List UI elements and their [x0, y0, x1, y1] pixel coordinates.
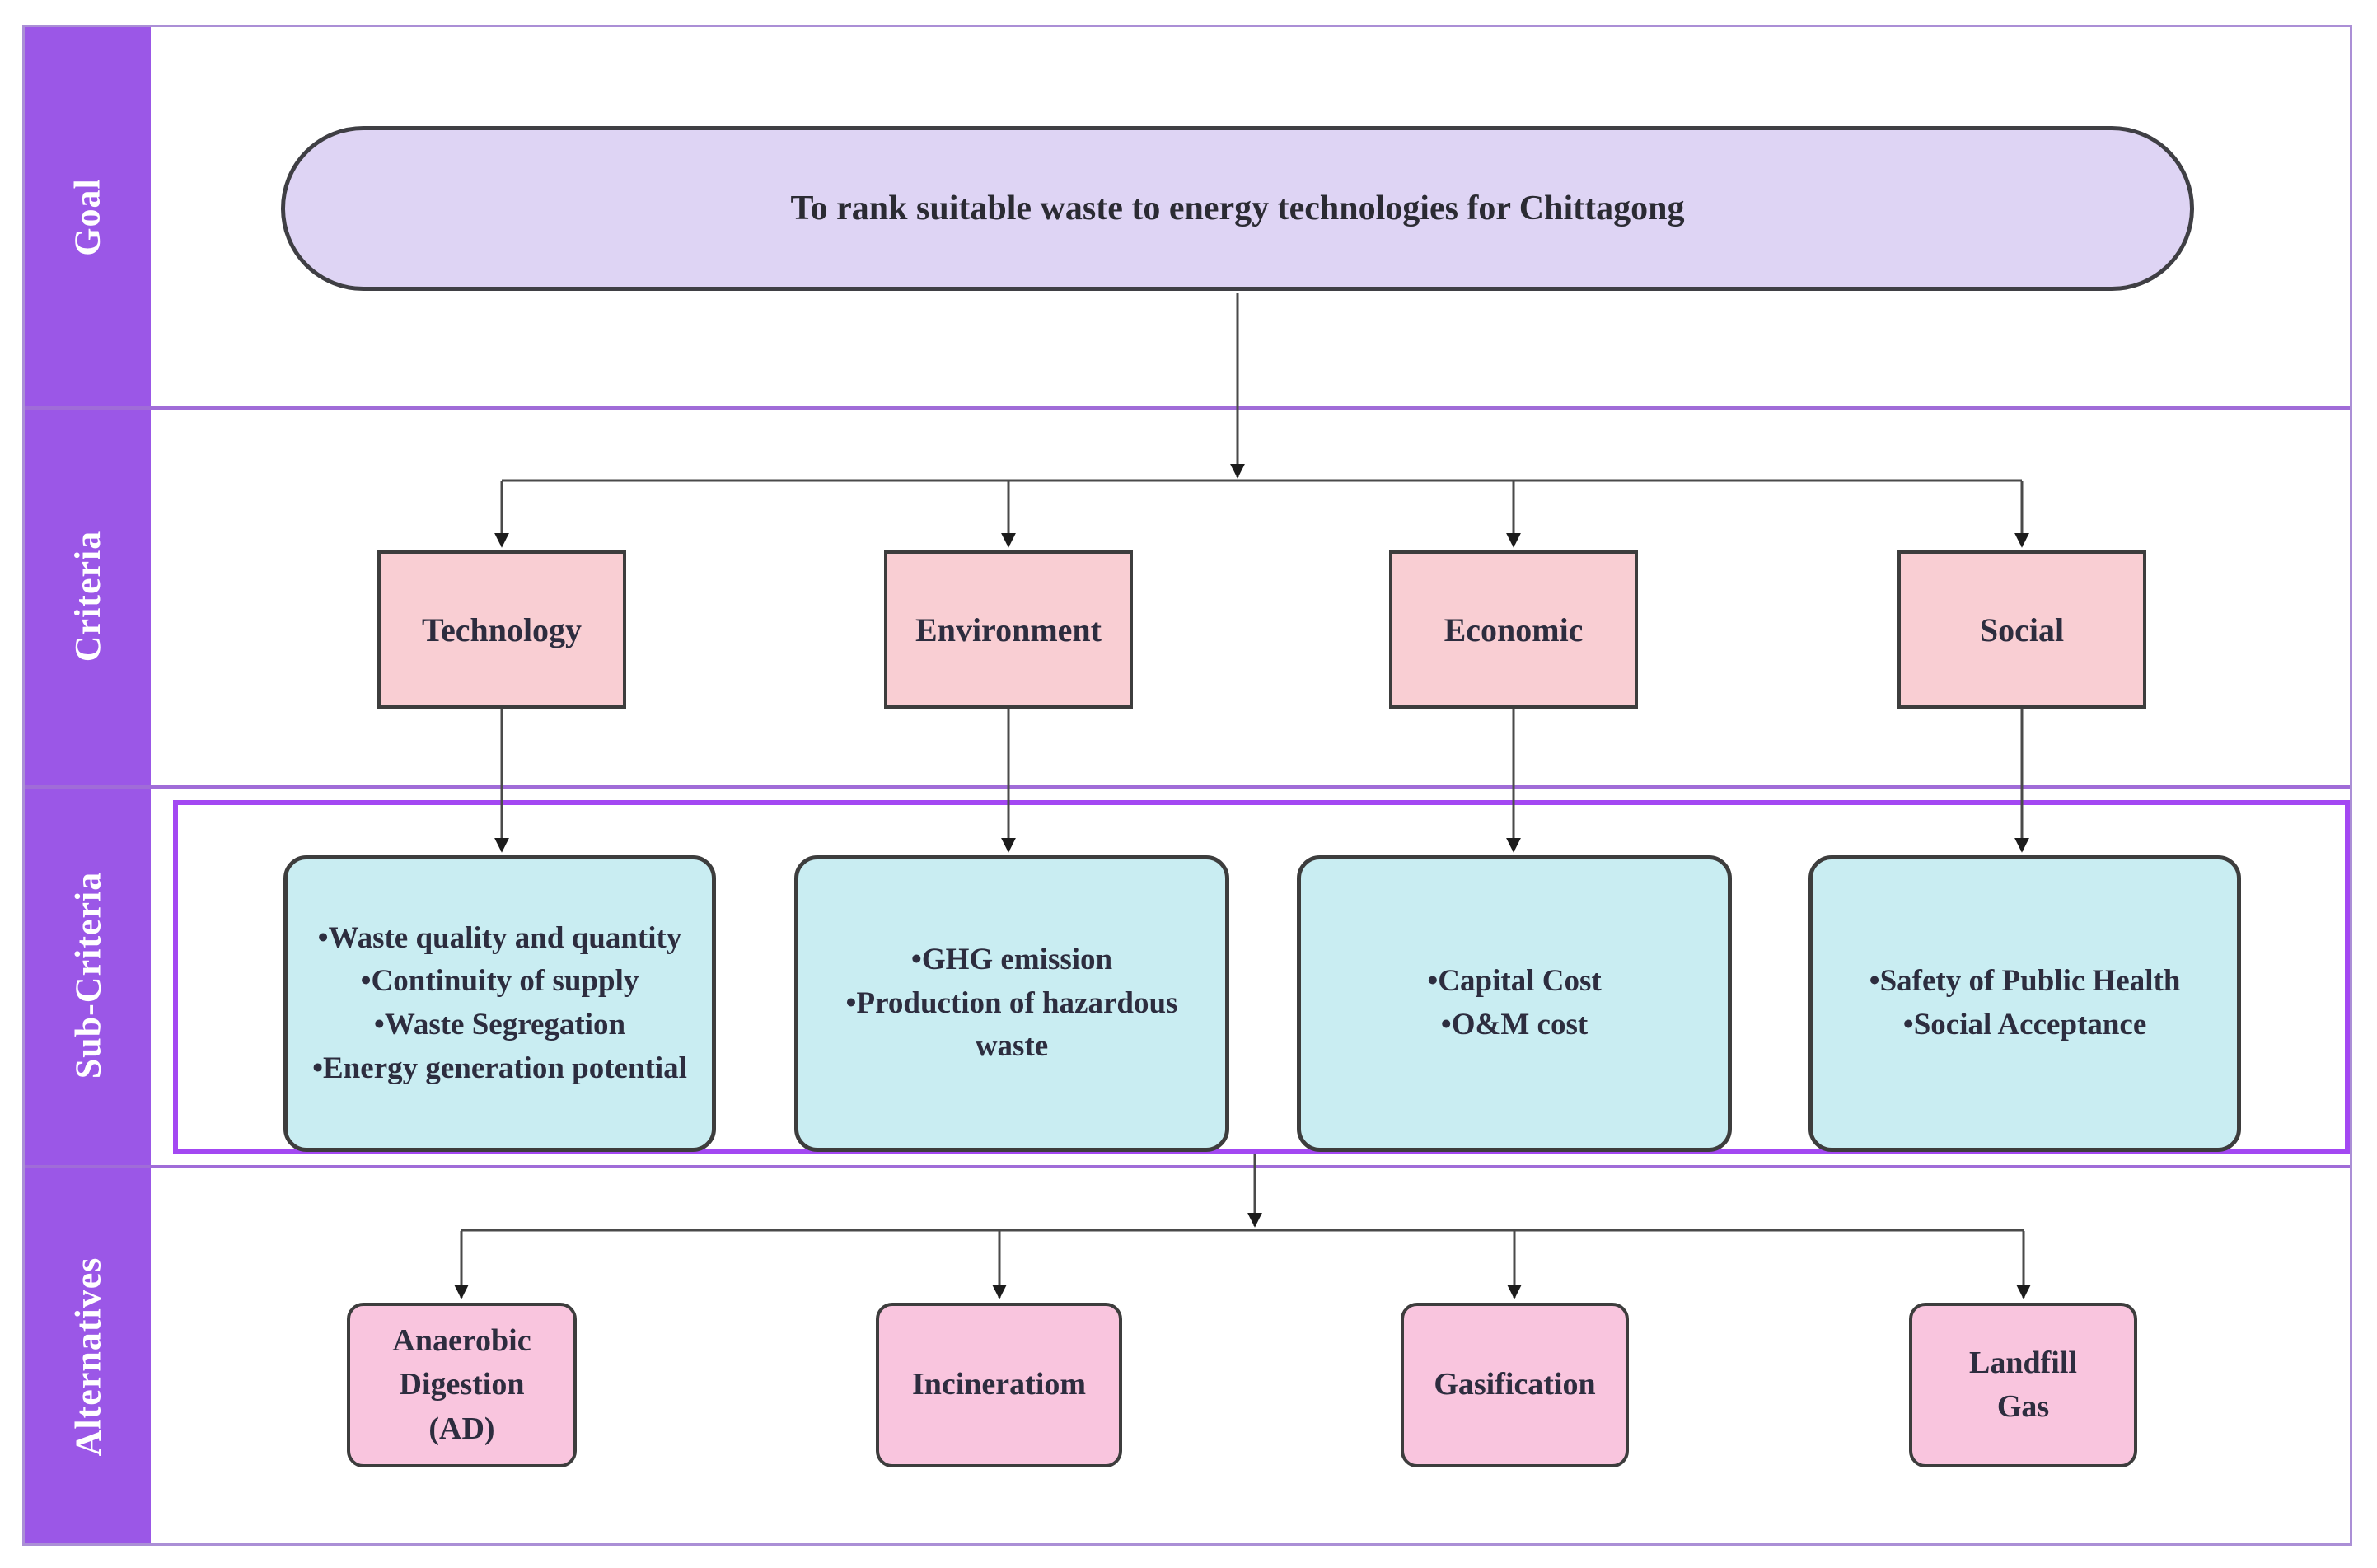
row-divider-goal-criteria	[25, 406, 2350, 410]
subcriteria-node-social: Safety of Public HealthSocial Acceptance	[1808, 855, 2241, 1152]
bullet-item: Continuity of supply	[361, 960, 639, 1004]
alternative-node-incineration: Incineratiom	[876, 1303, 1122, 1467]
bullet-item: Waste quality and quantity	[318, 917, 682, 961]
connector-lines	[454, 293, 2031, 1299]
bullet-item: Social Acceptance	[1903, 1004, 2147, 1047]
diagram-frame: Goal Criteria Sub-Criteria Alternatives	[22, 25, 2352, 1546]
bullet-item: Safety of Public Health	[1869, 960, 2181, 1004]
row-divider-subcriteria-alternatives	[25, 1165, 2350, 1168]
subcriteria-outline-box	[173, 800, 2350, 1154]
row-label-criteria: Criteria	[25, 408, 151, 784]
row-label-alternatives: Alternatives	[25, 1167, 151, 1546]
criteria-node-technology: Technology	[377, 550, 626, 709]
row-label-goal: Goal	[25, 27, 151, 406]
row-label-criteria-text: Criteria	[68, 530, 108, 662]
criteria-node-environment: Environment	[884, 550, 1133, 709]
row-label-goal-text: Goal	[67, 177, 108, 256]
goal-text: To rank suitable waste to energy technol…	[790, 190, 1685, 227]
bullet-item: GHG emission	[911, 938, 1112, 982]
bullet-item: Energy generation potential	[312, 1047, 687, 1091]
criteria-node-social: Social	[1897, 550, 2146, 709]
criteria-label: Environment	[915, 611, 1102, 648]
row-label-sub-criteria-text: Sub-Criteria	[68, 871, 108, 1079]
row-label-sub-criteria: Sub-Criteria	[25, 787, 151, 1163]
criteria-label: Social	[1979, 611, 2065, 648]
row-label-alternatives-text: Alternatives	[68, 1257, 108, 1456]
alternative-node-landfill-gas: Landfill Gas	[1909, 1303, 2137, 1467]
criteria-label: Technology	[421, 611, 583, 648]
bullet-item: Capital Cost	[1427, 960, 1601, 1004]
goal-node: To rank suitable waste to energy technol…	[281, 126, 2194, 291]
criteria-label: Economic	[1444, 611, 1584, 648]
alternative-node-anaerobic-digestion: Anaerobic Digestion (AD)	[347, 1303, 577, 1467]
alternative-node-gasification: Gasification	[1401, 1303, 1629, 1467]
subcriteria-node-technology: Waste quality and quantityContinuity of …	[283, 855, 716, 1152]
subcriteria-node-economic: Capital CostO&M cost	[1297, 855, 1732, 1152]
row-divider-criteria-subcriteria	[25, 785, 2350, 789]
subcriteria-node-environment: GHG emissionProduction of hazardous wast…	[794, 855, 1229, 1152]
bullet-item: Waste Segregation	[374, 1004, 625, 1047]
bullet-item: Production of hazardous waste	[815, 982, 1209, 1069]
bullet-item: O&M cost	[1441, 1004, 1588, 1047]
criteria-node-economic: Economic	[1389, 550, 1638, 709]
